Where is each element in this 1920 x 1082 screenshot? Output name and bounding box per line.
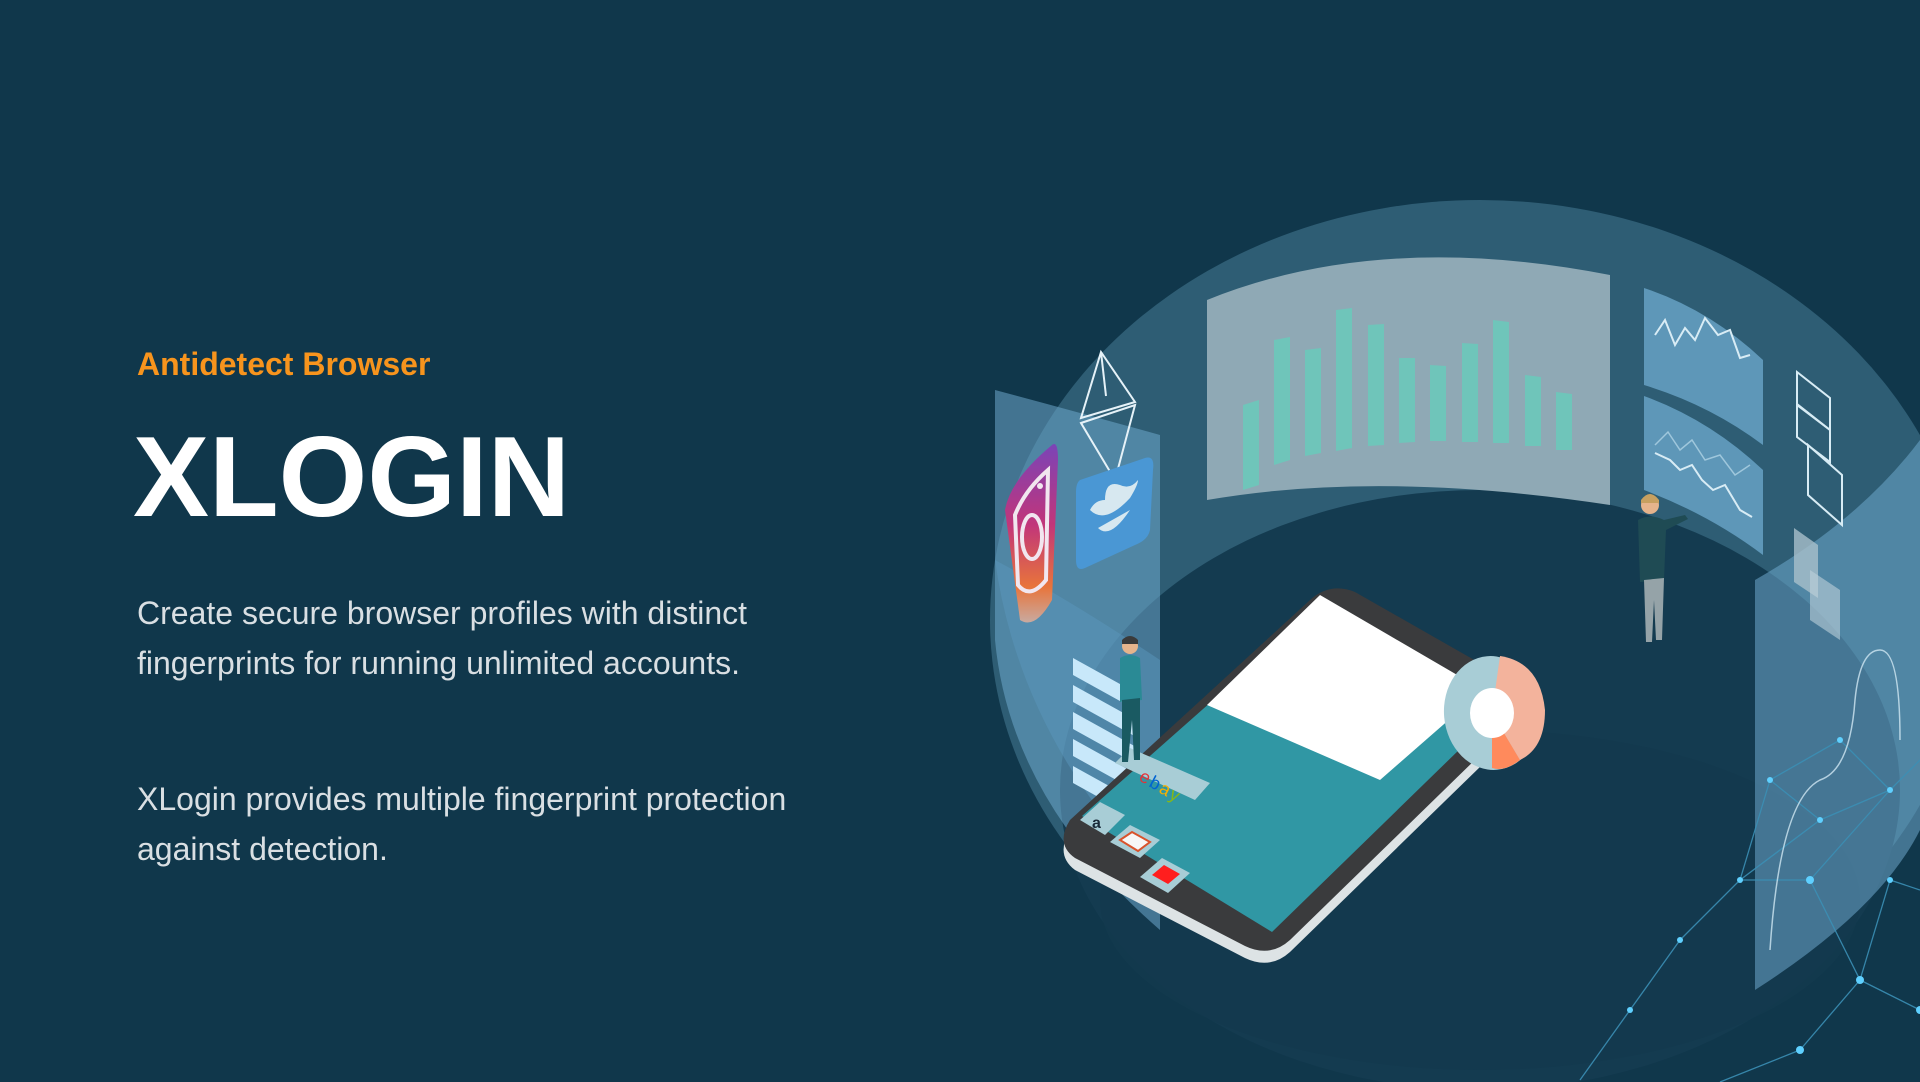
- instagram-icon: [1005, 444, 1058, 623]
- ebay-logo: e b a y: [1115, 748, 1210, 806]
- line-chart-panel-top: [1644, 288, 1763, 445]
- gmail-icon: [1110, 825, 1160, 858]
- page-title: XLOGIN: [133, 414, 571, 541]
- hero-illustration: e b a y a: [980, 180, 1920, 1082]
- outline-shapes-icon: [1796, 369, 1843, 528]
- donut-chart-shape: [1443, 656, 1545, 770]
- ethereum-icon: [1079, 349, 1137, 483]
- description-paragraph-2: XLogin provides multiple fingerprint pro…: [137, 781, 787, 867]
- person-right: [1638, 494, 1688, 642]
- amazon-icon: a: [1080, 802, 1125, 835]
- person-left: [1120, 636, 1142, 762]
- bar-chart-panel: [1207, 257, 1610, 505]
- line-chart-panel-bottom: [1644, 396, 1763, 555]
- network-nodes: [1627, 737, 1920, 1054]
- description-paragraph-1: Create secure browser profiles with dist…: [137, 595, 748, 681]
- eyebrow-label: Antidetect Browser: [137, 346, 431, 382]
- wave-line: [1769, 649, 1901, 951]
- network-graph: [1579, 739, 1920, 1082]
- twitter-icon: [1076, 457, 1154, 569]
- youtube-icon: [1140, 858, 1190, 893]
- svg-text:a: a: [1092, 815, 1101, 832]
